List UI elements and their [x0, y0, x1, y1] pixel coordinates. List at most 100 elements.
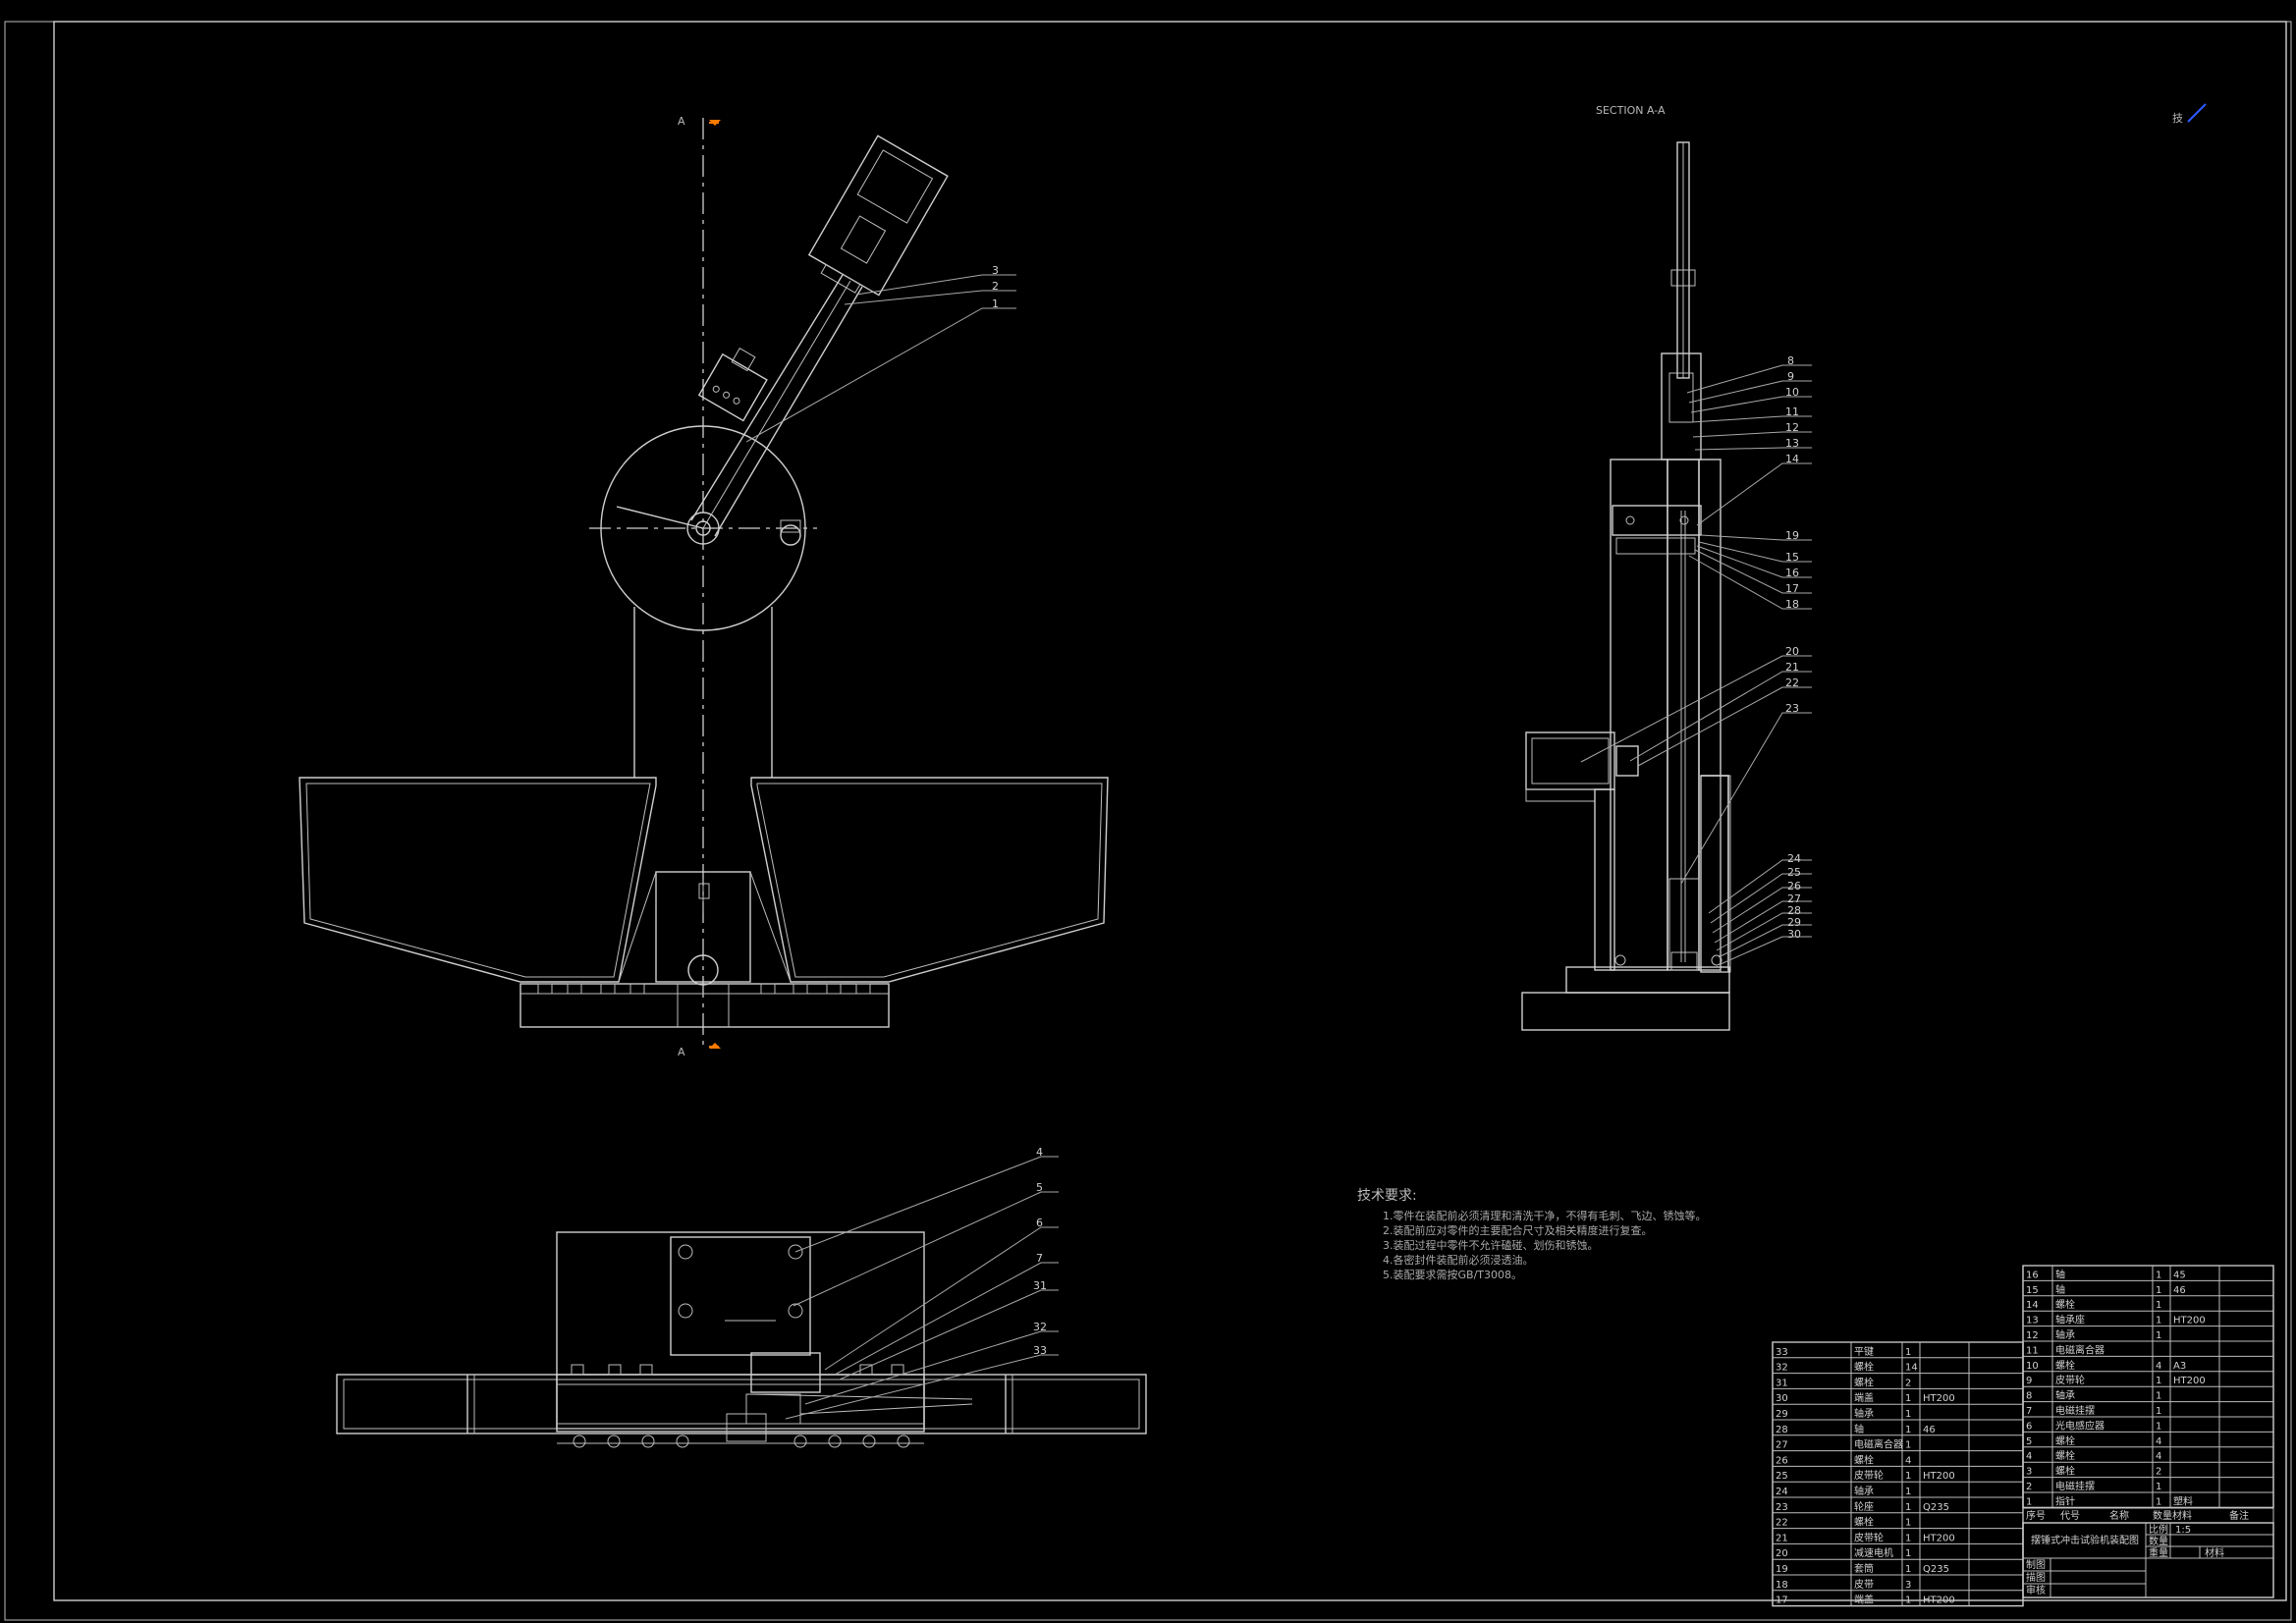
table-cell: 螺栓	[1854, 1516, 1874, 1529]
section-mark-bottom: A	[678, 1046, 685, 1058]
table-cell: 螺栓	[1854, 1376, 1874, 1388]
balloon-sec-15: 15	[1785, 551, 1799, 564]
table-cell: 1	[1905, 1487, 1911, 1497]
table-cell: 1	[2156, 1482, 2161, 1492]
table-cell: 1	[1905, 1409, 1911, 1420]
balloon-sec-14: 14	[1785, 453, 1799, 465]
balloon-top-33: 33	[1033, 1344, 1047, 1357]
table-cell: 7	[2026, 1406, 2032, 1417]
table-cell: 轮座	[1854, 1500, 1874, 1513]
title-block: 摆锤式冲击试验机装配图 比例 1:5 数量 重量 材料 制图 描图 审核	[2022, 1522, 2274, 1598]
table-cell: 皮带轮	[2055, 1374, 2085, 1386]
table-cell: Q235	[1923, 1564, 1949, 1575]
table-cell: 轴承座	[2055, 1314, 2085, 1326]
top-housing	[556, 1231, 925, 1430]
title-name: 摆锤式冲击试验机装配图	[2031, 1534, 2139, 1546]
table-cell: 46	[2173, 1285, 2186, 1296]
table-cell: 24	[1776, 1487, 1788, 1497]
table-cell: 6	[2026, 1421, 2032, 1432]
balloon-sec-18: 18	[1785, 598, 1799, 611]
bom-header-code: 代号	[2060, 1510, 2080, 1522]
balloon-top-6: 6	[1036, 1217, 1043, 1229]
table-cell: 13	[2026, 1316, 2039, 1326]
table-cell: Q235	[1923, 1502, 1949, 1513]
tech-item-1: 1.零件在装配前必须清理和清洗干净，不得有毛刺、飞边、锈蚀等。	[1383, 1209, 1707, 1222]
table-cell: 轴承	[2055, 1328, 2075, 1341]
table-cell: 19	[1776, 1564, 1788, 1575]
table-cell: 21	[1776, 1533, 1788, 1543]
table-cell: 1	[2156, 1285, 2161, 1296]
balloon-sec-11: 11	[1785, 406, 1799, 418]
table-cell: 电磁挂摆	[2055, 1404, 2095, 1417]
tech-requirements: 技术要求: 1.零件在装配前必须清理和清洗干净，不得有毛刺、飞边、锈蚀等。 2.…	[1357, 1188, 1707, 1281]
balloon-sec-16: 16	[1785, 567, 1799, 579]
table-cell: 1	[1905, 1425, 1911, 1435]
table-cell: 螺栓	[2055, 1298, 2075, 1311]
table-cell: 31	[1776, 1378, 1788, 1388]
table-cell: 螺栓	[2055, 1465, 2075, 1478]
table-cell: 1	[1905, 1502, 1911, 1513]
balloon-sec-26: 26	[1787, 880, 1801, 893]
tech-item-5: 5.装配要求需按GB/T3008。	[1383, 1268, 1522, 1281]
table-cell: 1	[2156, 1330, 2161, 1341]
balloon-sec-22: 22	[1785, 676, 1799, 689]
balloon-front-3: 3	[992, 264, 999, 277]
bom-header-qty: 数量	[2153, 1509, 2172, 1522]
tech-title: 技术要求:	[1357, 1188, 1417, 1204]
bom-header-no: 序号	[2026, 1509, 2046, 1522]
table-cell: 33	[1776, 1347, 1788, 1358]
table-cell: 螺栓	[1854, 1361, 1874, 1374]
balloon-sec-17: 17	[1785, 582, 1799, 595]
table-cell: 16	[2026, 1270, 2039, 1280]
table-cell: 27	[1776, 1440, 1788, 1451]
table-cell: 轴	[1854, 1423, 1864, 1435]
balloon-sec-13: 13	[1785, 437, 1799, 450]
table-cell: 9	[2026, 1376, 2032, 1386]
table-cell: 1	[2156, 1270, 2161, 1280]
table-cell: 23	[1776, 1502, 1788, 1513]
balloon-sec-9: 9	[1787, 370, 1794, 383]
table-cell: 电磁离合器	[2055, 1343, 2105, 1356]
table-cell: 指针	[2055, 1494, 2075, 1507]
balloon-top-7: 7	[1036, 1252, 1043, 1265]
bom-header-material: 材料	[2172, 1509, 2192, 1522]
motor-housing	[1525, 731, 1615, 790]
table-cell: 1	[1905, 1471, 1911, 1482]
outer-frame	[4, 21, 2292, 1621]
table-cell: HT200	[1923, 1393, 1955, 1404]
table-cell: 螺栓	[2055, 1434, 2075, 1447]
table-cell: 22	[1776, 1518, 1788, 1529]
tech-item-2: 2.装配前应对零件的主要配合尺寸及相关精度进行复查。	[1383, 1223, 1653, 1237]
left-tray	[299, 777, 657, 983]
table-cell: HT200	[1923, 1471, 1955, 1482]
table-cell: 端盖	[1854, 1391, 1874, 1404]
table-cell: 螺栓	[2055, 1449, 2075, 1462]
table-cell: 端盖	[1854, 1594, 1874, 1606]
table-cell: 轴	[2055, 1268, 2065, 1280]
pointer	[616, 506, 704, 529]
table-cell: HT200	[2173, 1376, 2206, 1386]
balloon-sec-8: 8	[1787, 354, 1794, 367]
title-weight-label: 重量	[2149, 1546, 2168, 1559]
table-cell: HT200	[1923, 1596, 1955, 1606]
table-cell: 2	[1905, 1378, 1911, 1388]
balloon-sec-10: 10	[1785, 386, 1799, 399]
table-cell: 30	[1776, 1393, 1788, 1404]
base-plate	[519, 983, 890, 1028]
balloon-sec-24: 24	[1787, 852, 1801, 865]
balloon-sec-25: 25	[1787, 866, 1801, 879]
table-cell: 3	[1905, 1580, 1911, 1591]
table-cell: 减速电机	[1854, 1546, 1893, 1559]
table-cell: 29	[1776, 1409, 1788, 1420]
table-cell: 光电感应器	[2055, 1419, 2105, 1432]
balloon-sec-21: 21	[1785, 661, 1799, 674]
table-cell: 11	[2026, 1345, 2039, 1356]
table-cell: 套筒	[1854, 1562, 1874, 1575]
table-cell: 20	[1776, 1548, 1788, 1559]
table-cell: 46	[1923, 1425, 1936, 1435]
front-view: A A	[299, 115, 1109, 1058]
table-frame	[1772, 1341, 2024, 1607]
table-cell: 1	[1905, 1596, 1911, 1606]
table-cell: 4	[2156, 1451, 2161, 1462]
